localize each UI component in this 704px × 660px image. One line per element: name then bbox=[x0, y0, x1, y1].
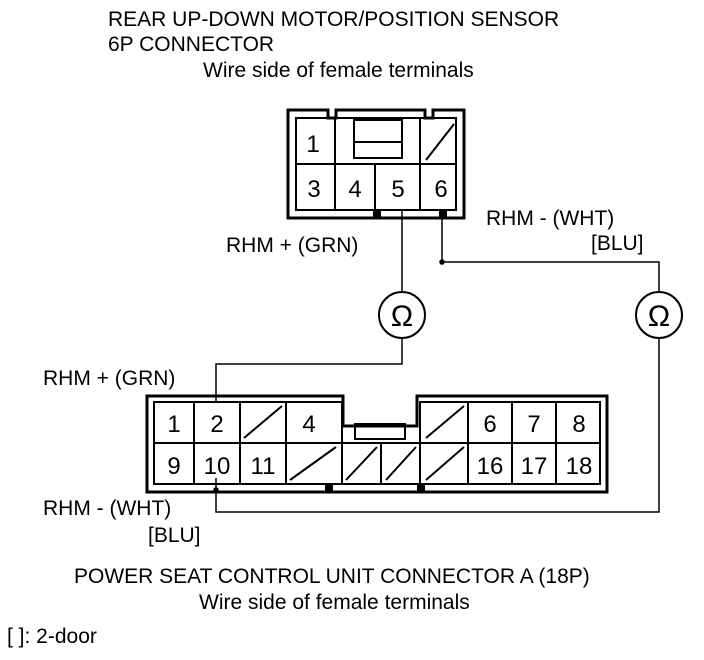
top-pin-3: 3 bbox=[307, 176, 320, 203]
bottom-pin-16: 16 bbox=[477, 453, 504, 480]
bottom-pin-2: 2 bbox=[210, 411, 223, 438]
bottom-pin-9: 9 bbox=[167, 453, 180, 480]
top-connector: 1 3 4 5 6 bbox=[286, 108, 466, 220]
wire-left-meter-to-pin2 bbox=[215, 338, 403, 402]
bottom-connector-subtitle: Wire side of female terminals bbox=[199, 591, 470, 614]
rhm-minus-bottom-alt-label: [BLU] bbox=[148, 524, 201, 547]
top-connector-key bbox=[353, 119, 403, 159]
footnote-2-door: [ ]: 2-door bbox=[7, 625, 97, 648]
bottom-pin-10: 10 bbox=[204, 453, 231, 480]
top-connector-title-line2: 6P CONNECTOR bbox=[108, 33, 275, 56]
top-connector-subtitle: Wire side of female terminals bbox=[203, 59, 474, 82]
top-pin-1: 1 bbox=[306, 131, 319, 158]
top-pin-6: 6 bbox=[434, 176, 447, 203]
top-connector-empty-cavity bbox=[425, 123, 455, 161]
ohmmeter-right: Ω bbox=[635, 291, 683, 339]
rhm-plus-bottom-label: RHM + (GRN) bbox=[43, 367, 176, 390]
bottom-connector-key bbox=[354, 423, 406, 440]
rhm-minus-top-label: RHM - (WHT) bbox=[486, 207, 615, 230]
bottom-pin-18: 18 bbox=[566, 453, 593, 480]
bottom-pin-11: 11 bbox=[251, 453, 276, 480]
bottom-pin-7: 7 bbox=[527, 411, 540, 438]
wire-pin6-to-right-meter bbox=[441, 210, 660, 292]
bottom-pin-1: 1 bbox=[167, 411, 180, 438]
bottom-pin-8: 8 bbox=[572, 411, 585, 438]
bottom-pin-4: 4 bbox=[302, 411, 315, 438]
top-connector-title-line1: REAR UP-DOWN MOTOR/POSITION SENSOR bbox=[108, 8, 560, 31]
ohmmeter-right-symbol: Ω bbox=[648, 300, 670, 333]
bottom-pin-6: 6 bbox=[483, 411, 496, 438]
ohmmeter-left-symbol: Ω bbox=[391, 300, 413, 333]
wire-right-meter-to-pin10 bbox=[215, 338, 660, 513]
ohmmeter-left: Ω bbox=[378, 291, 426, 339]
top-pin-5: 5 bbox=[391, 176, 404, 203]
rhm-minus-bottom-label: RHM - (WHT) bbox=[43, 497, 172, 520]
bottom-connector: 1 2 4 6 7 8 9 10 11 16 17 18 bbox=[145, 394, 609, 494]
rhm-plus-top-label: RHM + (GRN) bbox=[226, 234, 359, 257]
top-pin-4: 4 bbox=[348, 176, 361, 203]
rhm-minus-top-alt-label: [BLU] bbox=[591, 232, 644, 255]
bottom-connector-title: POWER SEAT CONTROL UNIT CONNECTOR A (18P… bbox=[74, 565, 590, 588]
bottom-pin-17: 17 bbox=[521, 453, 548, 480]
